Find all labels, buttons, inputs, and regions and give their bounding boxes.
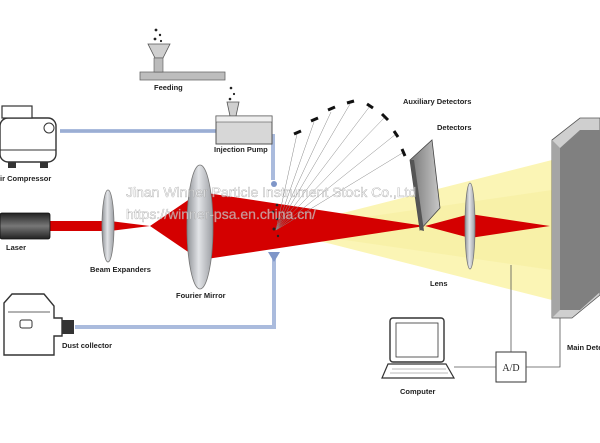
label-ad-converter: A/D — [502, 363, 519, 374]
dust-collector — [3, 293, 74, 356]
scatter-light-inner — [276, 190, 552, 270]
wire-main-ad — [526, 318, 561, 368]
auxiliary-detector-rays — [275, 103, 405, 231]
label-dust-collector: Dust collector — [62, 341, 112, 350]
label-feeding: Feeding — [154, 83, 183, 92]
sample-pipe-bottom — [75, 258, 276, 329]
label-injection-pump: Injection Pump — [214, 145, 268, 154]
label-air-compressor: ir Compressor — [0, 174, 51, 183]
beam-expand-cone — [110, 221, 150, 231]
watermark-company: Jinan Winner Particle Instrument Stock C… — [126, 184, 416, 200]
sample-flow-particles — [268, 181, 280, 262]
label-auxiliary-detectors: Auxiliary Detectors — [403, 97, 471, 106]
fourier-lens — [186, 164, 214, 290]
label-detectors: Detectors — [437, 123, 472, 132]
feeding-hopper — [139, 28, 236, 101]
label-main-detector: Main Detec — [567, 343, 600, 352]
beam-expander-lens — [101, 189, 115, 263]
laser-beam — [50, 221, 110, 231]
beam-focus — [200, 192, 425, 260]
watermark-url: https://winner-psa.en.china.cn/ — [126, 206, 316, 222]
main-detector — [551, 117, 600, 319]
collecting-lens — [464, 182, 476, 270]
label-computer: Computer — [400, 387, 435, 396]
injection-pump — [215, 101, 273, 145]
label-lens: Lens — [430, 279, 448, 288]
label-fourier-mirror: Fourier Mirror — [176, 291, 226, 300]
auxiliary-detector-segments — [293, 99, 407, 157]
air-compressor — [0, 105, 57, 168]
label-beam-expanders: Beam Expanders — [90, 265, 151, 274]
beam-after-lens — [425, 214, 550, 238]
label-laser: Laser — [6, 243, 26, 252]
computer — [381, 317, 456, 379]
laser-head — [0, 212, 51, 240]
detector-plate — [409, 139, 441, 231]
